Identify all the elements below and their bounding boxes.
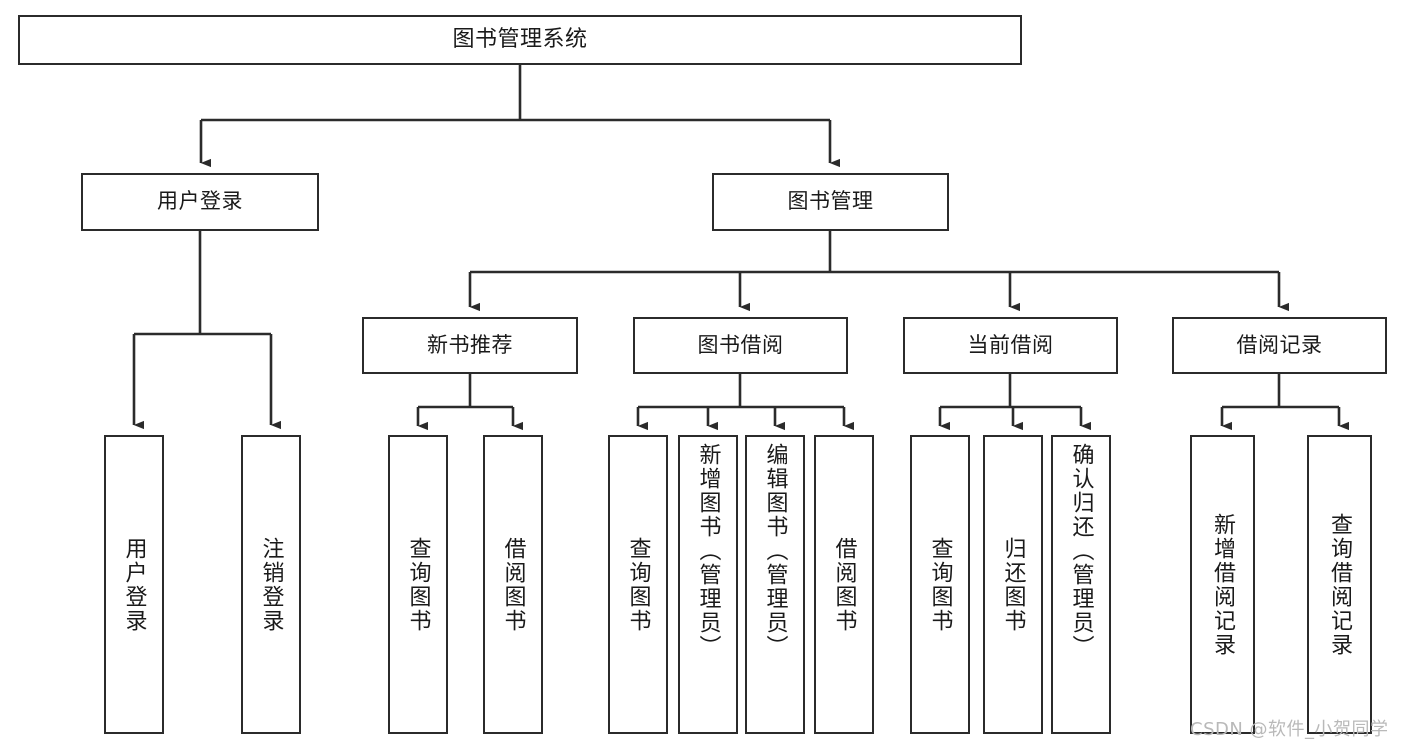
- node-borrow-record-label: 借阅记录: [1236, 332, 1323, 357]
- node-current-borrow-label: 当前借阅: [967, 332, 1054, 357]
- node-leaf-add-record[interactable]: 新增借阅记录: [1190, 435, 1255, 734]
- node-leaf-logout[interactable]: 注销登录: [241, 435, 301, 734]
- node-leaf-add-book[interactable]: 新增图书（管理员）: [678, 435, 738, 734]
- node-leaf-add-book-label: 新增图书（管理员）: [695, 443, 721, 659]
- node-leaf-query-record-label: 查询借阅记录: [1327, 512, 1353, 657]
- node-user-login[interactable]: 用户登录: [81, 173, 319, 231]
- node-leaf-query-book-rec-label: 查询图书: [405, 536, 431, 633]
- node-leaf-return-book[interactable]: 归还图书: [983, 435, 1043, 734]
- node-book-manage[interactable]: 图书管理: [712, 173, 949, 231]
- node-leaf-query-book-cur[interactable]: 查询图书: [910, 435, 970, 734]
- node-leaf-user-login[interactable]: 用户登录: [104, 435, 164, 734]
- node-book-manage-label: 图书管理: [787, 189, 874, 214]
- node-leaf-query-book-borrow-label: 查询图书: [625, 536, 651, 633]
- node-leaf-borrow-book-rec[interactable]: 借阅图书: [483, 435, 543, 734]
- node-leaf-borrow-book[interactable]: 借阅图书: [814, 435, 874, 734]
- node-new-book-rec-label: 新书推荐: [427, 332, 513, 357]
- watermark-text: CSDN @软件_小贺同学: [1190, 719, 1389, 740]
- node-leaf-query-book-borrow[interactable]: 查询图书: [608, 435, 668, 734]
- node-root-label: 图书管理系统: [452, 26, 588, 52]
- node-leaf-confirm-return[interactable]: 确认归还（管理员）: [1051, 435, 1111, 734]
- node-leaf-borrow-book-label: 借阅图书: [831, 536, 857, 633]
- node-current-borrow[interactable]: 当前借阅: [903, 317, 1118, 374]
- node-root-system[interactable]: 图书管理系统: [18, 15, 1022, 65]
- node-leaf-logout-label: 注销登录: [258, 536, 284, 633]
- node-leaf-edit-book-label: 编辑图书（管理员）: [762, 443, 788, 659]
- node-leaf-query-book-cur-label: 查询图书: [927, 536, 953, 633]
- node-leaf-edit-book[interactable]: 编辑图书（管理员）: [745, 435, 805, 734]
- node-user-login-label: 用户登录: [157, 189, 243, 214]
- node-leaf-borrow-book-rec-label: 借阅图书: [500, 536, 526, 633]
- node-leaf-query-book-rec[interactable]: 查询图书: [388, 435, 448, 734]
- node-new-book-rec[interactable]: 新书推荐: [362, 317, 578, 374]
- node-book-borrow-label: 图书借阅: [697, 332, 784, 357]
- node-book-borrow[interactable]: 图书借阅: [633, 317, 848, 374]
- node-leaf-user-login-label: 用户登录: [121, 536, 147, 633]
- node-leaf-return-book-label: 归还图书: [1000, 536, 1026, 633]
- node-leaf-query-record[interactable]: 查询借阅记录: [1307, 435, 1372, 734]
- node-leaf-add-record-label: 新增借阅记录: [1210, 512, 1236, 657]
- node-leaf-confirm-return-label: 确认归还（管理员）: [1068, 443, 1094, 659]
- node-borrow-record[interactable]: 借阅记录: [1172, 317, 1387, 374]
